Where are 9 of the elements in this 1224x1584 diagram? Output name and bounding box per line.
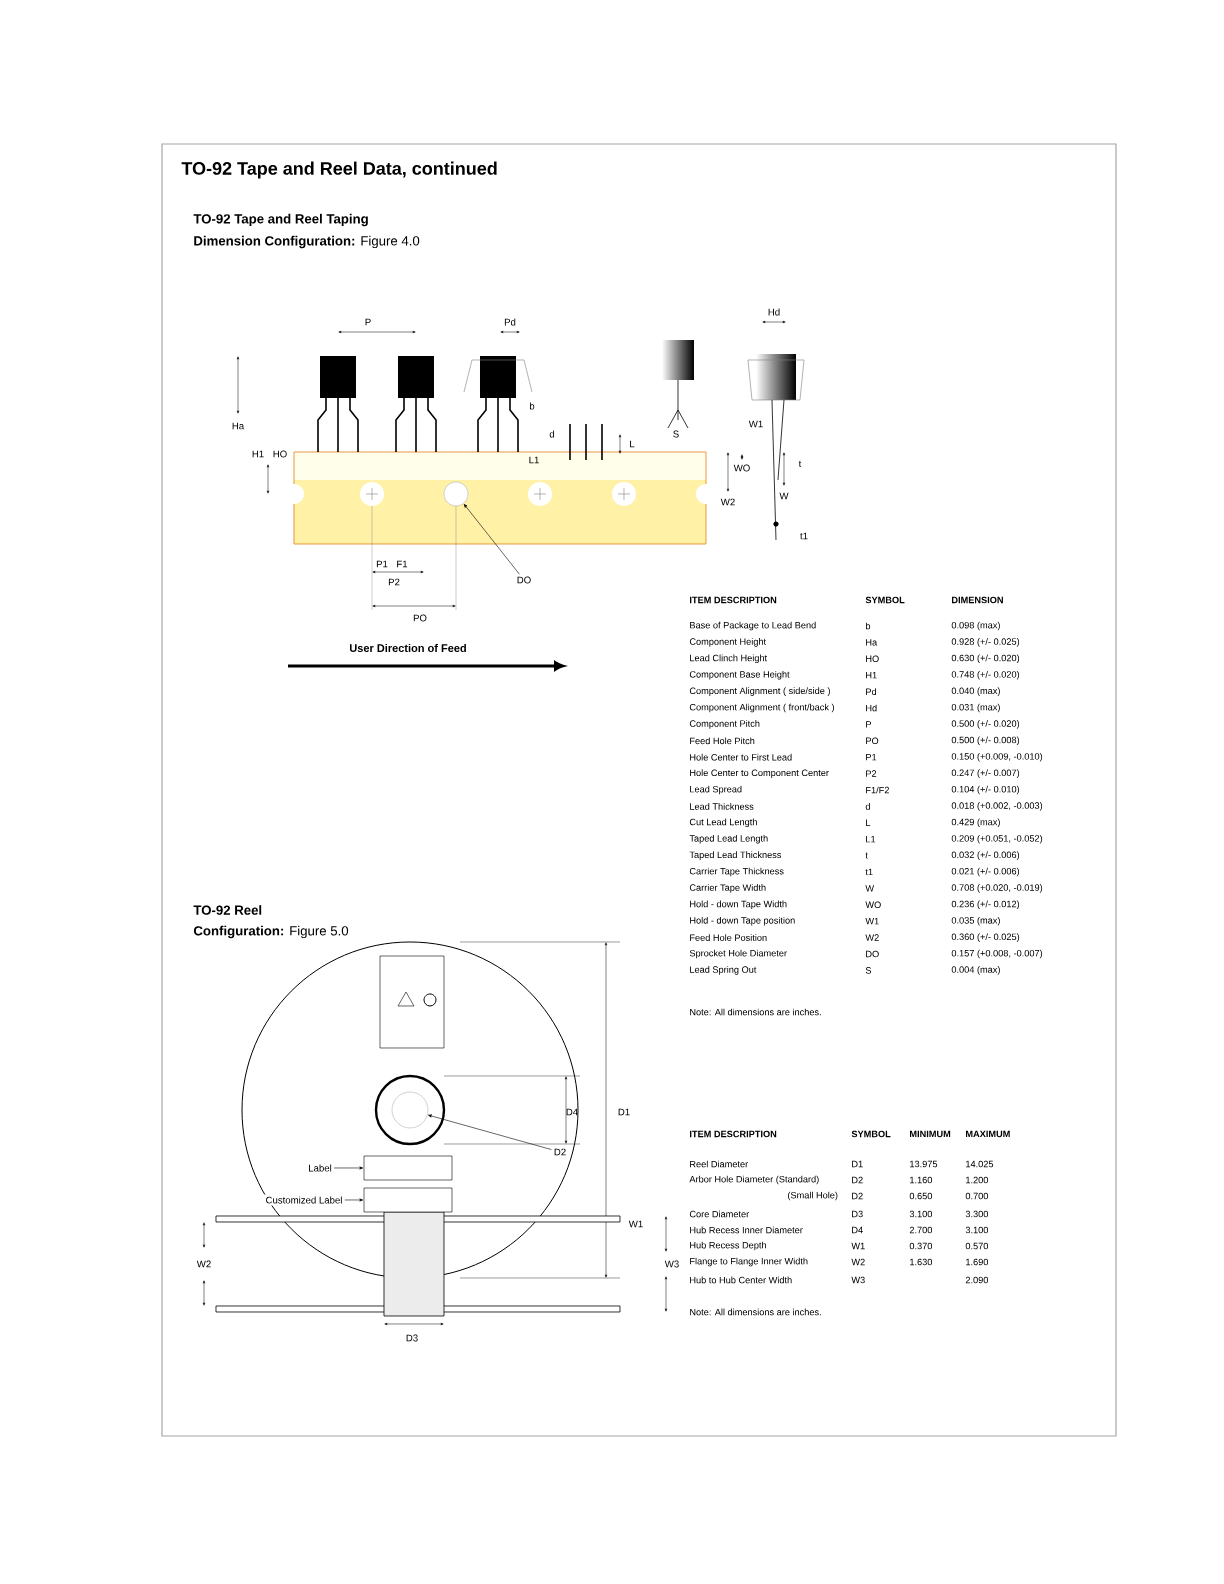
- leader-line: [463, 504, 520, 575]
- leader-line: [428, 1114, 552, 1150]
- arbor-hole: [391, 1091, 429, 1129]
- page-title: TO-92 Tape and Reel Data, continued: [181, 161, 497, 179]
- sprocket-hole: [443, 481, 469, 507]
- leader-line: [333, 1166, 364, 1170]
- leader-line: [344, 1198, 364, 1202]
- label-area: [363, 1187, 453, 1213]
- label-area: [363, 1155, 453, 1181]
